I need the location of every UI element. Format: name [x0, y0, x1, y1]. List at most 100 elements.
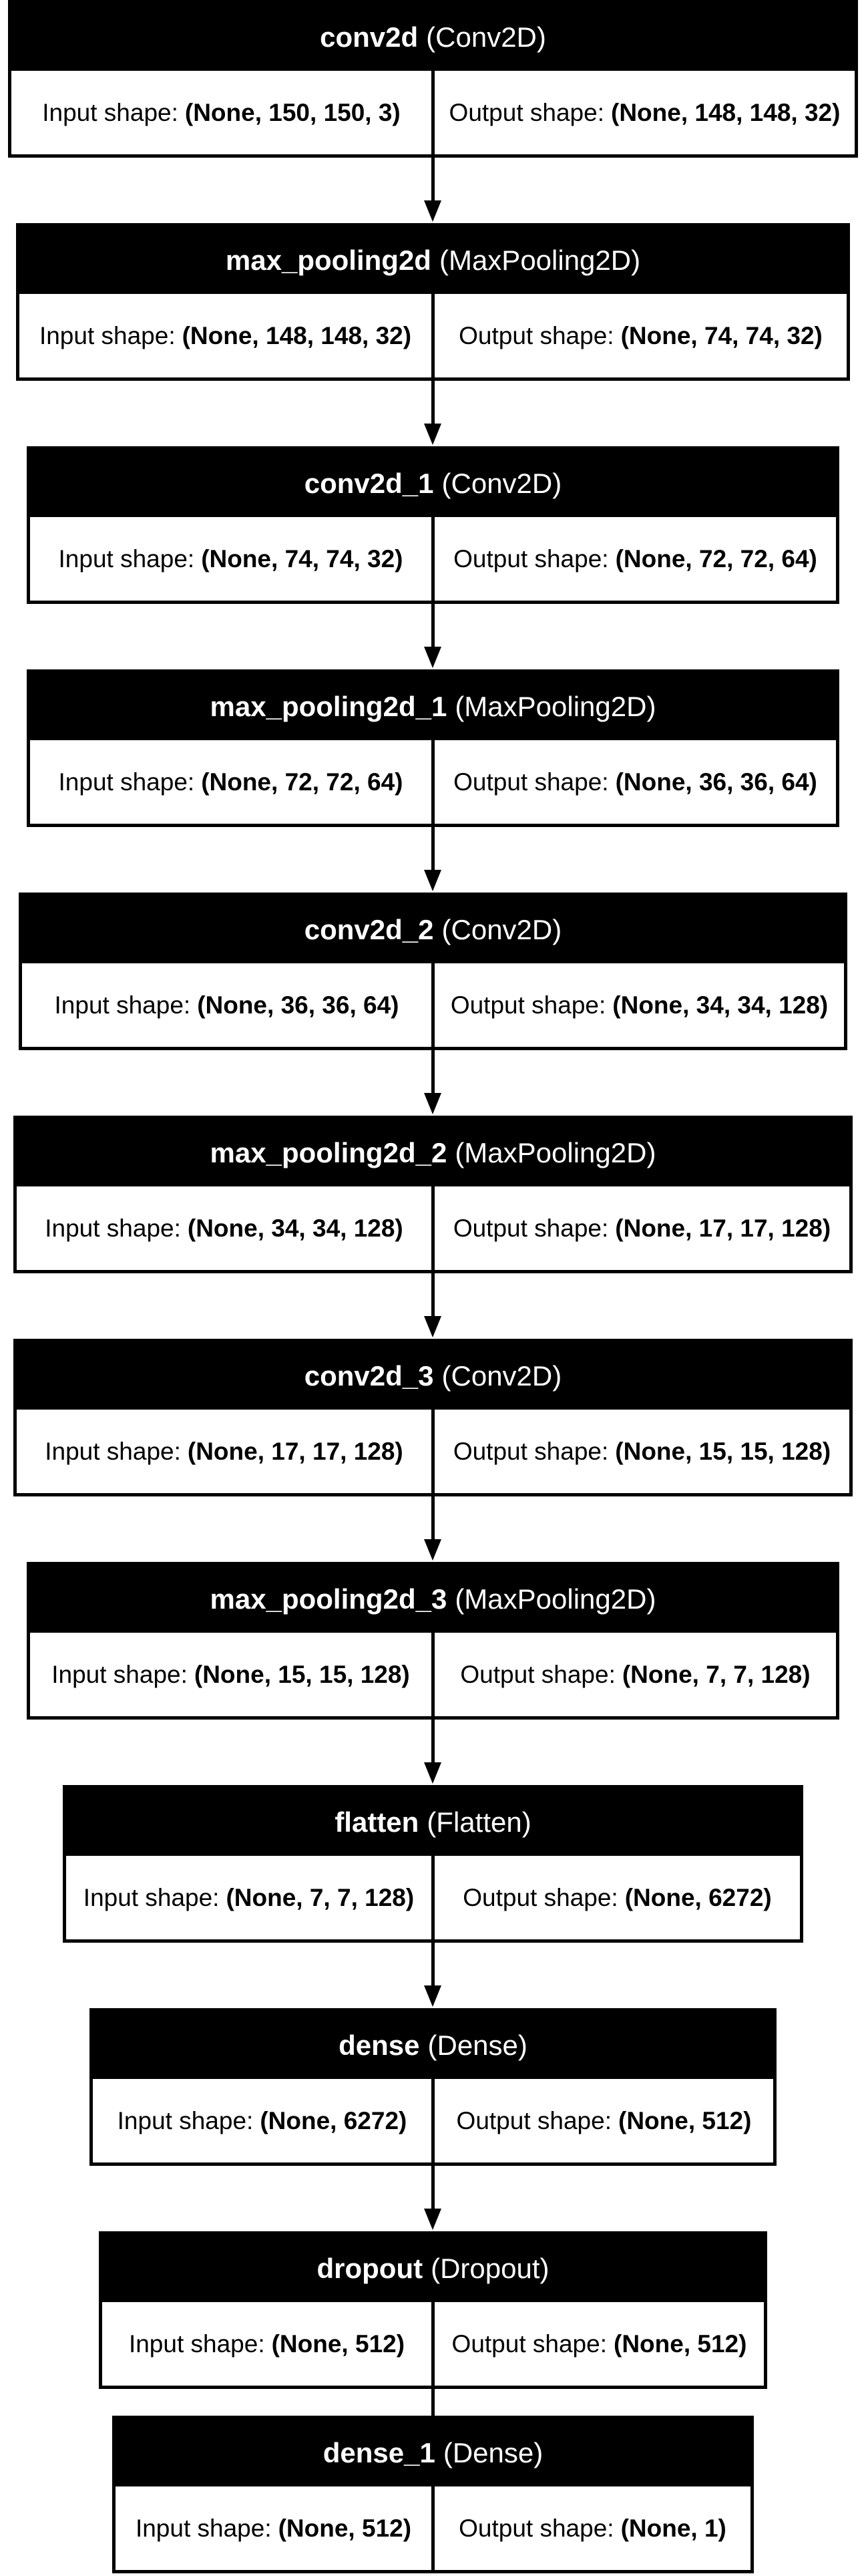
input-shape-label: Input shape:	[42, 98, 178, 126]
arrow-down-icon	[424, 424, 441, 445]
output-shape-label: Output shape:	[451, 2329, 607, 2358]
input-shape-label: Input shape:	[128, 2329, 265, 2358]
output-shape-label: Output shape:	[459, 321, 614, 349]
input-shape-cell: Input shape:(None, 6272)	[93, 2079, 431, 2162]
input-shape-cell: Input shape:(None, 150, 150, 3)	[11, 71, 431, 154]
output-shape-label: Output shape:	[460, 1660, 616, 1688]
layer-conv2d-2: conv2d_2(Conv2D) Input shape:(None, 36, …	[19, 893, 847, 1050]
input-shape-value: (None, 7, 7, 128)	[226, 1883, 415, 1911]
layer-conv2d-3: conv2d_3(Conv2D) Input shape:(None, 17, …	[13, 1339, 853, 1496]
output-shape-cell: Output shape:(None, 36, 36, 64)	[431, 740, 836, 824]
edge-line	[431, 1496, 435, 1543]
layer-max-pooling2d: max_pooling2d(MaxPooling2D) Input shape:…	[16, 223, 850, 381]
input-shape-label: Input shape:	[54, 991, 191, 1019]
output-shape-value: (None, 72, 72, 64)	[615, 544, 817, 573]
layer-type: (MaxPooling2D)	[455, 1583, 656, 1615]
layer-shapes: Input shape:(None, 6272) Output shape:(N…	[93, 2079, 773, 2162]
layer-header: conv2d(Conv2D)	[11, 3, 855, 71]
output-shape-value: (None, 74, 74, 32)	[620, 321, 823, 349]
output-shape-cell: Output shape:(None, 7, 7, 128)	[431, 1633, 836, 1716]
input-shape-label: Input shape:	[45, 1437, 181, 1465]
input-shape-cell: Input shape:(None, 17, 17, 128)	[17, 1410, 431, 1493]
input-shape-cell: Input shape:(None, 512)	[116, 2486, 431, 2570]
output-shape-label: Output shape:	[453, 544, 609, 573]
edge-line	[431, 2166, 435, 2213]
input-shape-cell: Input shape:(None, 74, 74, 32)	[30, 517, 431, 601]
arrow-down-icon	[424, 200, 441, 222]
edge-line	[431, 827, 435, 874]
layer-header: dense(Dense)	[93, 2011, 773, 2079]
output-shape-value: (None, 512)	[618, 2106, 752, 2134]
layer-name: conv2d	[320, 21, 419, 53]
output-shape-label: Output shape:	[450, 991, 606, 1019]
layer-dense-1: dense_1(Dense) Input shape:(None, 512) O…	[112, 2416, 754, 2573]
output-shape-cell: Output shape:(None, 15, 15, 128)	[431, 1410, 849, 1493]
layer-name: max_pooling2d_3	[210, 1583, 447, 1615]
output-shape-label: Output shape:	[456, 2106, 612, 2134]
edge-line	[431, 2389, 435, 2436]
layer-name: max_pooling2d_2	[210, 1136, 447, 1168]
output-shape-cell: Output shape:(None, 6272)	[431, 1856, 800, 1939]
layer-max-pooling2d-2: max_pooling2d_2(MaxPooling2D) Input shap…	[13, 1116, 853, 1273]
output-shape-value: (None, 36, 36, 64)	[615, 768, 817, 796]
edge-line	[431, 1943, 435, 1989]
output-shape-value: (None, 15, 15, 128)	[615, 1437, 831, 1465]
layer-name: dense	[339, 2029, 420, 2061]
layer-conv2d: conv2d(Conv2D) Input shape:(None, 150, 1…	[8, 0, 858, 158]
layer-shapes: Input shape:(None, 512) Output shape:(No…	[102, 2302, 764, 2386]
output-shape-cell: Output shape:(None, 72, 72, 64)	[431, 517, 836, 601]
input-shape-value: (None, 72, 72, 64)	[201, 768, 403, 796]
layer-shapes: Input shape:(None, 7, 7, 128) Output sha…	[66, 1856, 800, 1939]
input-shape-value: (None, 512)	[271, 2329, 405, 2358]
input-shape-value: (None, 148, 148, 32)	[182, 321, 412, 349]
arrow-down-icon	[424, 1093, 441, 1114]
layer-name: max_pooling2d	[225, 244, 431, 276]
layer-shapes: Input shape:(None, 36, 36, 64) Output sh…	[22, 963, 844, 1047]
layer-name: max_pooling2d_1	[210, 690, 447, 722]
layer-name: conv2d_1	[304, 467, 434, 499]
output-shape-label: Output shape:	[459, 2514, 614, 2542]
input-shape-cell: Input shape:(None, 34, 34, 128)	[17, 1186, 431, 1270]
layer-type: (Conv2D)	[441, 1359, 562, 1392]
layer-header: flatten(Flatten)	[66, 1788, 800, 1856]
output-shape-cell: Output shape:(None, 148, 148, 32)	[431, 71, 855, 154]
edge-line	[431, 1273, 435, 1320]
output-shape-value: (None, 148, 148, 32)	[611, 98, 841, 126]
output-shape-value: (None, 6272)	[624, 1883, 772, 1911]
input-shape-cell: Input shape:(None, 15, 15, 128)	[30, 1633, 431, 1716]
layer-header: max_pooling2d_2(MaxPooling2D)	[17, 1119, 849, 1186]
output-shape-value: (None, 7, 7, 128)	[622, 1660, 811, 1688]
output-shape-value: (None, 17, 17, 128)	[615, 1214, 831, 1242]
output-shape-value: (None, 34, 34, 128)	[612, 991, 829, 1019]
layer-header: max_pooling2d(MaxPooling2D)	[19, 226, 847, 294]
layer-shapes: Input shape:(None, 148, 148, 32) Output …	[19, 294, 847, 377]
layer-type: (Conv2D)	[441, 913, 562, 945]
input-shape-cell: Input shape:(None, 148, 148, 32)	[19, 294, 431, 377]
input-shape-label: Input shape:	[83, 1883, 220, 1911]
input-shape-value: (None, 6272)	[260, 2106, 407, 2134]
layer-type: (Dense)	[443, 2436, 544, 2468]
layer-shapes: Input shape:(None, 17, 17, 128) Output s…	[17, 1410, 849, 1493]
input-shape-value: (None, 36, 36, 64)	[197, 991, 399, 1019]
layer-type: (Dropout)	[431, 2252, 550, 2284]
input-shape-label: Input shape:	[117, 2106, 254, 2134]
layer-max-pooling2d-3: max_pooling2d_3(MaxPooling2D) Input shap…	[27, 1562, 839, 1720]
output-shape-label: Output shape:	[453, 768, 609, 796]
layer-header: dense_1(Dense)	[116, 2419, 750, 2486]
layer-shapes: Input shape:(None, 512) Output shape:(No…	[116, 2486, 750, 2570]
output-shape-label: Output shape:	[453, 1437, 609, 1465]
edge-line	[431, 158, 435, 204]
layer-shapes: Input shape:(None, 34, 34, 128) Output s…	[17, 1186, 849, 1270]
input-shape-value: (None, 512)	[278, 2514, 412, 2542]
layer-header: conv2d_2(Conv2D)	[22, 896, 844, 963]
output-shape-value: (None, 512)	[614, 2329, 747, 2358]
layer-header: conv2d_1(Conv2D)	[30, 450, 836, 517]
output-shape-label: Output shape:	[453, 1214, 609, 1242]
layer-type: (MaxPooling2D)	[455, 1136, 656, 1168]
layer-shapes: Input shape:(None, 72, 72, 64) Output sh…	[30, 740, 836, 824]
layer-dense: dense(Dense) Input shape:(None, 6272) Ou…	[89, 2008, 777, 2166]
layer-type: (Dense)	[427, 2029, 527, 2061]
output-shape-cell: Output shape:(None, 1)	[431, 2486, 750, 2570]
output-shape-cell: Output shape:(None, 512)	[431, 2079, 773, 2162]
